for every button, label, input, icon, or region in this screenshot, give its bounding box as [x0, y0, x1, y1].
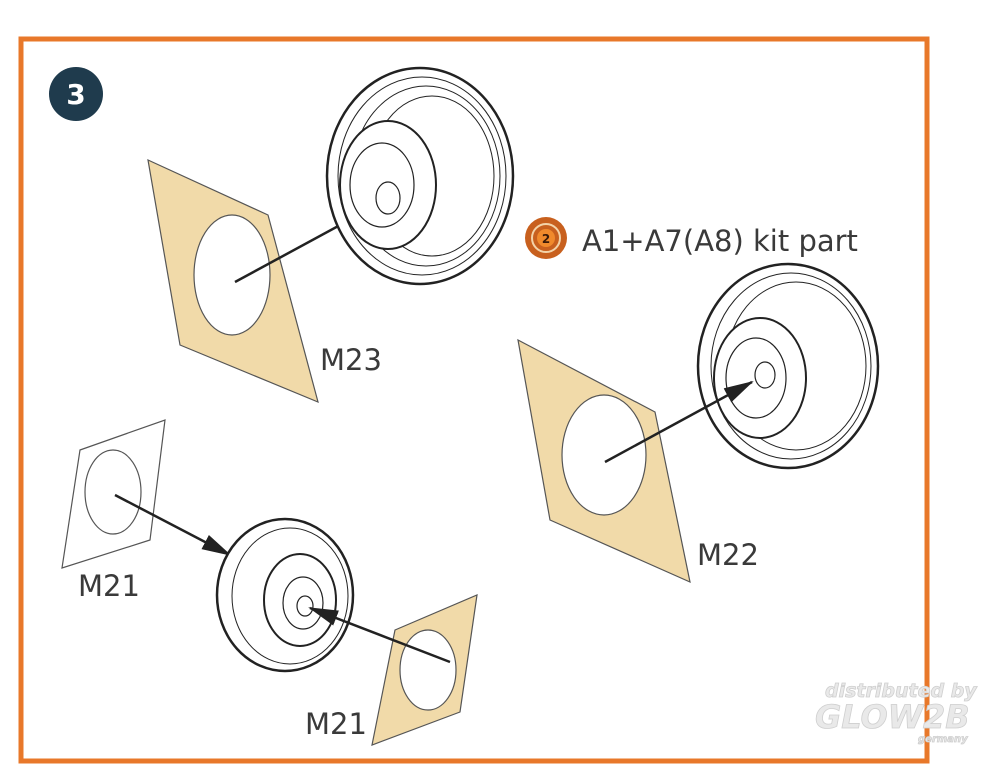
kit-part-callout: 2 A1+A7(A8) kit part [525, 217, 858, 259]
step-badge: 3 [49, 67, 103, 121]
part-label-m23: M23 [320, 343, 382, 377]
mask-m21-outer [61, 419, 232, 569]
part-label-m21-inner: M21 [305, 707, 367, 741]
part-label-m22: M22 [697, 538, 759, 572]
part-label-m21-outer: M21 [78, 569, 140, 603]
svg-text:GLOW2B: GLOW2B [815, 698, 970, 736]
main-wheel-upper [325, 66, 515, 286]
mask-m21-inner [308, 594, 478, 746]
mask-m23 [147, 158, 392, 404]
step-number: 3 [66, 78, 85, 111]
svg-text:2: 2 [542, 232, 550, 246]
svg-text:germany: germany [918, 734, 968, 745]
svg-text:distributed by: distributed by [825, 680, 978, 702]
main-wheel-right [696, 262, 880, 470]
kit-part-text: A1+A7(A8) kit part [582, 224, 858, 258]
distributor-watermark: distributed by GLOW2B germany [815, 680, 979, 746]
mask-m22 [517, 338, 691, 584]
tail-wheel [215, 517, 355, 673]
glue-step-icon: 2 [525, 217, 567, 259]
frame-border [18, 36, 930, 764]
